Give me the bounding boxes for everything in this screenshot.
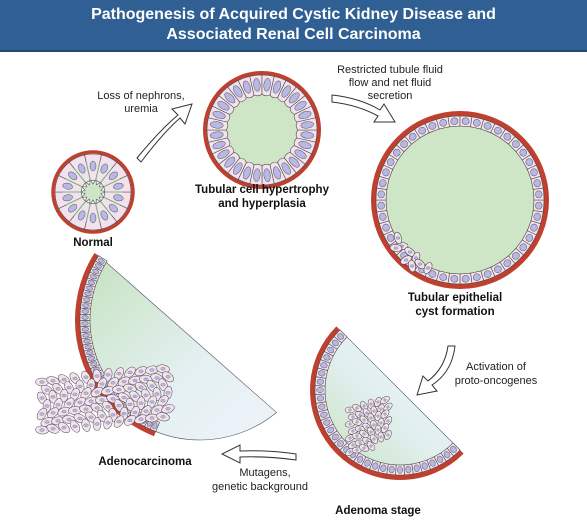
arrow-loss-of-nephrons [136, 103, 193, 163]
title-bar: Pathogenesis of Acquired Cystic Kidney D… [0, 0, 587, 52]
arrow-restricted-flow [331, 94, 396, 123]
arrow-activation [416, 345, 456, 396]
normal-tubule-illustration [51, 150, 135, 234]
arrow-mutagens [220, 444, 297, 464]
loss-label-2: uremia [124, 103, 159, 115]
hypertrophy-tubule-illustration [203, 71, 321, 189]
mutagens-label-2: genetic background [212, 481, 308, 493]
title-line-1: Pathogenesis of Acquired Cystic Kidney D… [91, 6, 496, 23]
pathogenesis-diagram: Loss of nephrons, uremia Restricted tubu… [35, 64, 549, 517]
restricted-label-3: secretion [368, 90, 413, 102]
loss-label-1: Loss of nephrons, [97, 90, 184, 102]
restricted-label-1: Restricted tubule fluid [337, 64, 443, 76]
stage-adenoma-label: Adenoma stage [335, 505, 421, 517]
stage-hypertrophy-label-2: and hyperplasia [218, 198, 306, 210]
restricted-label-2: flow and net fluid [349, 77, 432, 89]
activation-label-2: proto-oncogenes [455, 375, 538, 387]
stage-cyst-label-2: cyst formation [415, 306, 494, 318]
stage-cyst-label-1: Tubular epithelial [408, 292, 502, 304]
activation-label-1: Activation of [466, 361, 527, 373]
title-line-2: Associated Renal Cell Carcinoma [166, 26, 421, 43]
stage-normal-label: Normal [73, 237, 113, 249]
adenocarcinoma-illustration [35, 253, 277, 441]
stage-hypertrophy-label-1: Tubular cell hypertrophy [195, 184, 330, 196]
mutagens-label-1: Mutagens, [239, 467, 290, 479]
stage-adenocarcinoma-label: Adenocarcinoma [98, 456, 192, 468]
adenoma-illustration [310, 326, 464, 480]
cyst-illustration [371, 111, 549, 289]
